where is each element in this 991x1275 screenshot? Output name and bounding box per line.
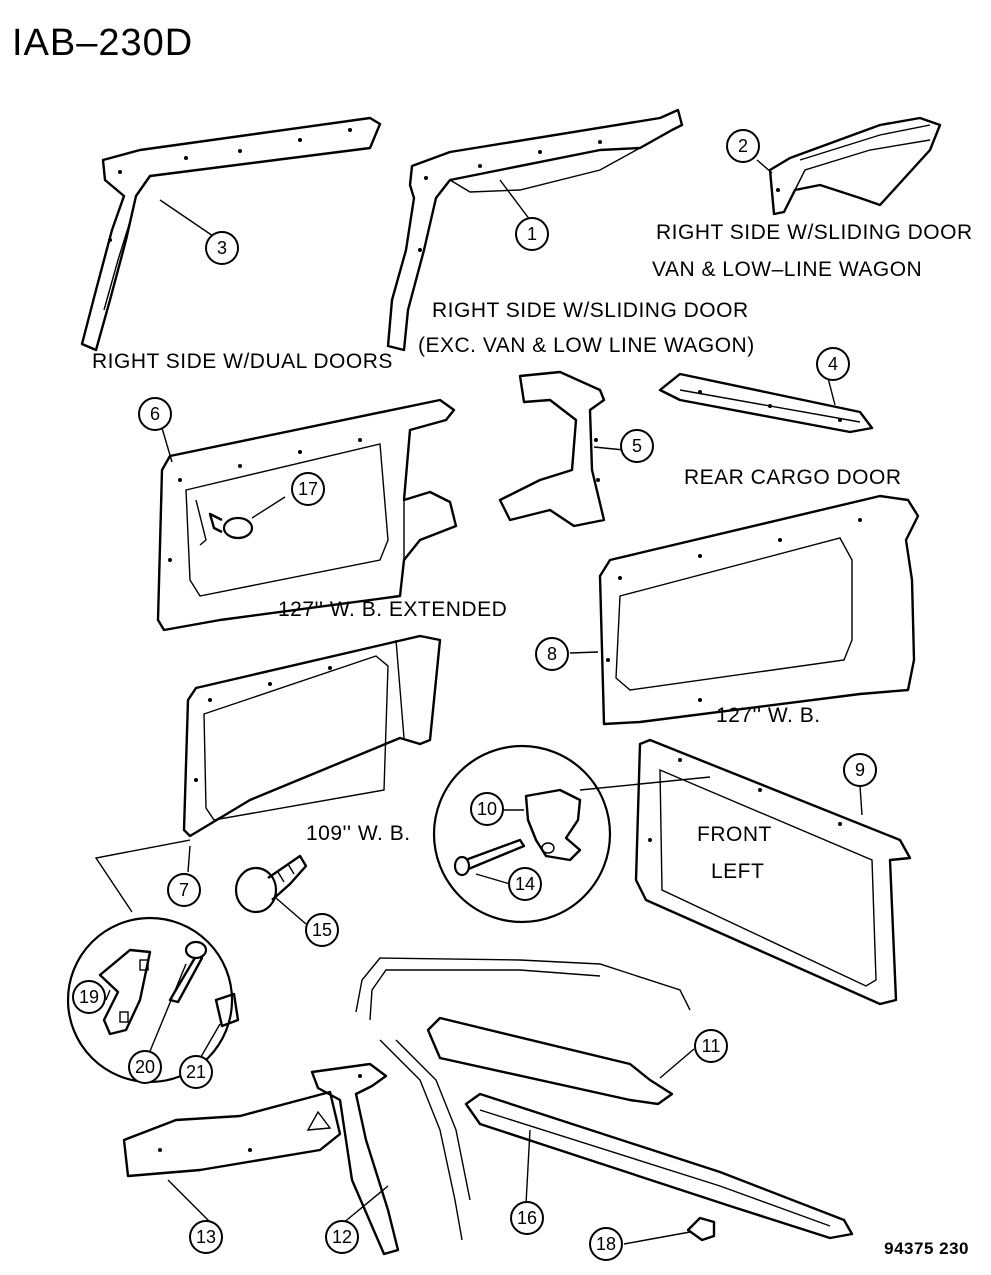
svg-text:8: 8	[547, 644, 557, 664]
part-17-push-fastener	[195, 499, 254, 546]
svg-text:16: 16	[517, 1208, 537, 1228]
svg-text:12: 12	[332, 1227, 352, 1247]
diagram-id: IAB–230D	[12, 22, 194, 64]
svg-text:15: 15	[312, 920, 332, 940]
svg-text:19: 19	[79, 987, 99, 1007]
callout-15: 15	[305, 913, 339, 947]
callout-16: 16	[510, 1201, 544, 1235]
svg-text:5: 5	[632, 436, 642, 456]
svg-text:18: 18	[596, 1234, 616, 1254]
detail-circle-assist-handle	[66, 839, 240, 1084]
part-13-a-pillar-trim	[122, 1090, 342, 1178]
part-12-b-pillar-trim	[310, 1062, 400, 1256]
part-9-quarter-trim-front-left	[634, 738, 912, 1006]
callout-19: 19	[72, 980, 106, 1014]
caption-127: 127'' W. B.	[716, 704, 821, 727]
leader-lines	[105, 159, 863, 1245]
svg-text:20: 20	[135, 1057, 155, 1077]
part-4-rear-door-trim	[658, 372, 874, 434]
callout-13: 13	[189, 1220, 223, 1254]
callout-10: 10	[470, 792, 504, 826]
callout-20: 20	[128, 1050, 162, 1084]
caption-127-extended: 127'' W. B. EXTENDED	[278, 598, 508, 621]
svg-text:4: 4	[828, 354, 838, 374]
caption-sliding-line2: (EXC. VAN & LOW LINE WAGON)	[418, 334, 755, 357]
svg-text:9: 9	[855, 760, 865, 780]
callout-1: 1	[515, 217, 549, 251]
part-6-quarter-trim-extended	[156, 398, 458, 632]
part-7-quarter-trim-109	[182, 634, 442, 838]
part-5-pillar-panel	[498, 370, 606, 528]
callout-6: 6	[138, 397, 172, 431]
caption-dual-doors: RIGHT SIDE W/DUAL DOORS	[92, 350, 393, 373]
detail-circle-clip	[432, 744, 711, 924]
caption-front: FRONT	[697, 823, 772, 846]
part-3-pillar-trim	[80, 116, 382, 352]
caption-van-line2: VAN & LOW–LINE WAGON	[652, 258, 923, 281]
caption-sliding-line1: RIGHT SIDE W/SLIDING DOOR	[432, 299, 749, 322]
callout-7: 7	[167, 873, 201, 907]
callout-5: 5	[620, 429, 654, 463]
part-2-pillar-trim	[768, 116, 942, 216]
callout-21: 21	[179, 1055, 213, 1089]
callout-17: 17	[291, 472, 325, 506]
svg-text:11: 11	[702, 1036, 721, 1056]
svg-text:17: 17	[298, 479, 318, 499]
callout-8: 8	[535, 637, 569, 671]
caption-left: LEFT	[711, 860, 765, 883]
svg-text:2: 2	[738, 136, 748, 156]
svg-text:6: 6	[150, 404, 160, 424]
svg-text:1: 1	[527, 224, 537, 244]
header-trim-assembly	[355, 957, 854, 1242]
callout-11: 11	[694, 1029, 728, 1063]
part-1-pillar-trim	[386, 108, 684, 352]
reference-number: 94375 230	[884, 1239, 969, 1258]
callout-3: 3	[205, 231, 239, 265]
caption-van-line1: RIGHT SIDE W/SLIDING DOOR	[656, 221, 973, 244]
svg-text:13: 13	[196, 1227, 216, 1247]
caption-109: 109'' W. B.	[306, 822, 411, 845]
callout-14: 14	[508, 867, 542, 901]
svg-text:3: 3	[217, 238, 227, 258]
callout-2: 2	[726, 129, 760, 163]
callout-4: 4	[816, 347, 850, 381]
callout-9: 9	[843, 753, 877, 787]
caption-rear-cargo-door: REAR CARGO DOOR	[684, 466, 902, 489]
svg-text:10: 10	[477, 799, 497, 819]
callout-12: 12	[325, 1220, 359, 1254]
part-8-quarter-trim-127	[598, 494, 920, 726]
svg-text:7: 7	[179, 880, 189, 900]
part-15-push-pin	[234, 854, 308, 914]
callout-18: 18	[589, 1227, 623, 1261]
svg-text:14: 14	[515, 874, 535, 894]
svg-text:21: 21	[186, 1062, 206, 1082]
